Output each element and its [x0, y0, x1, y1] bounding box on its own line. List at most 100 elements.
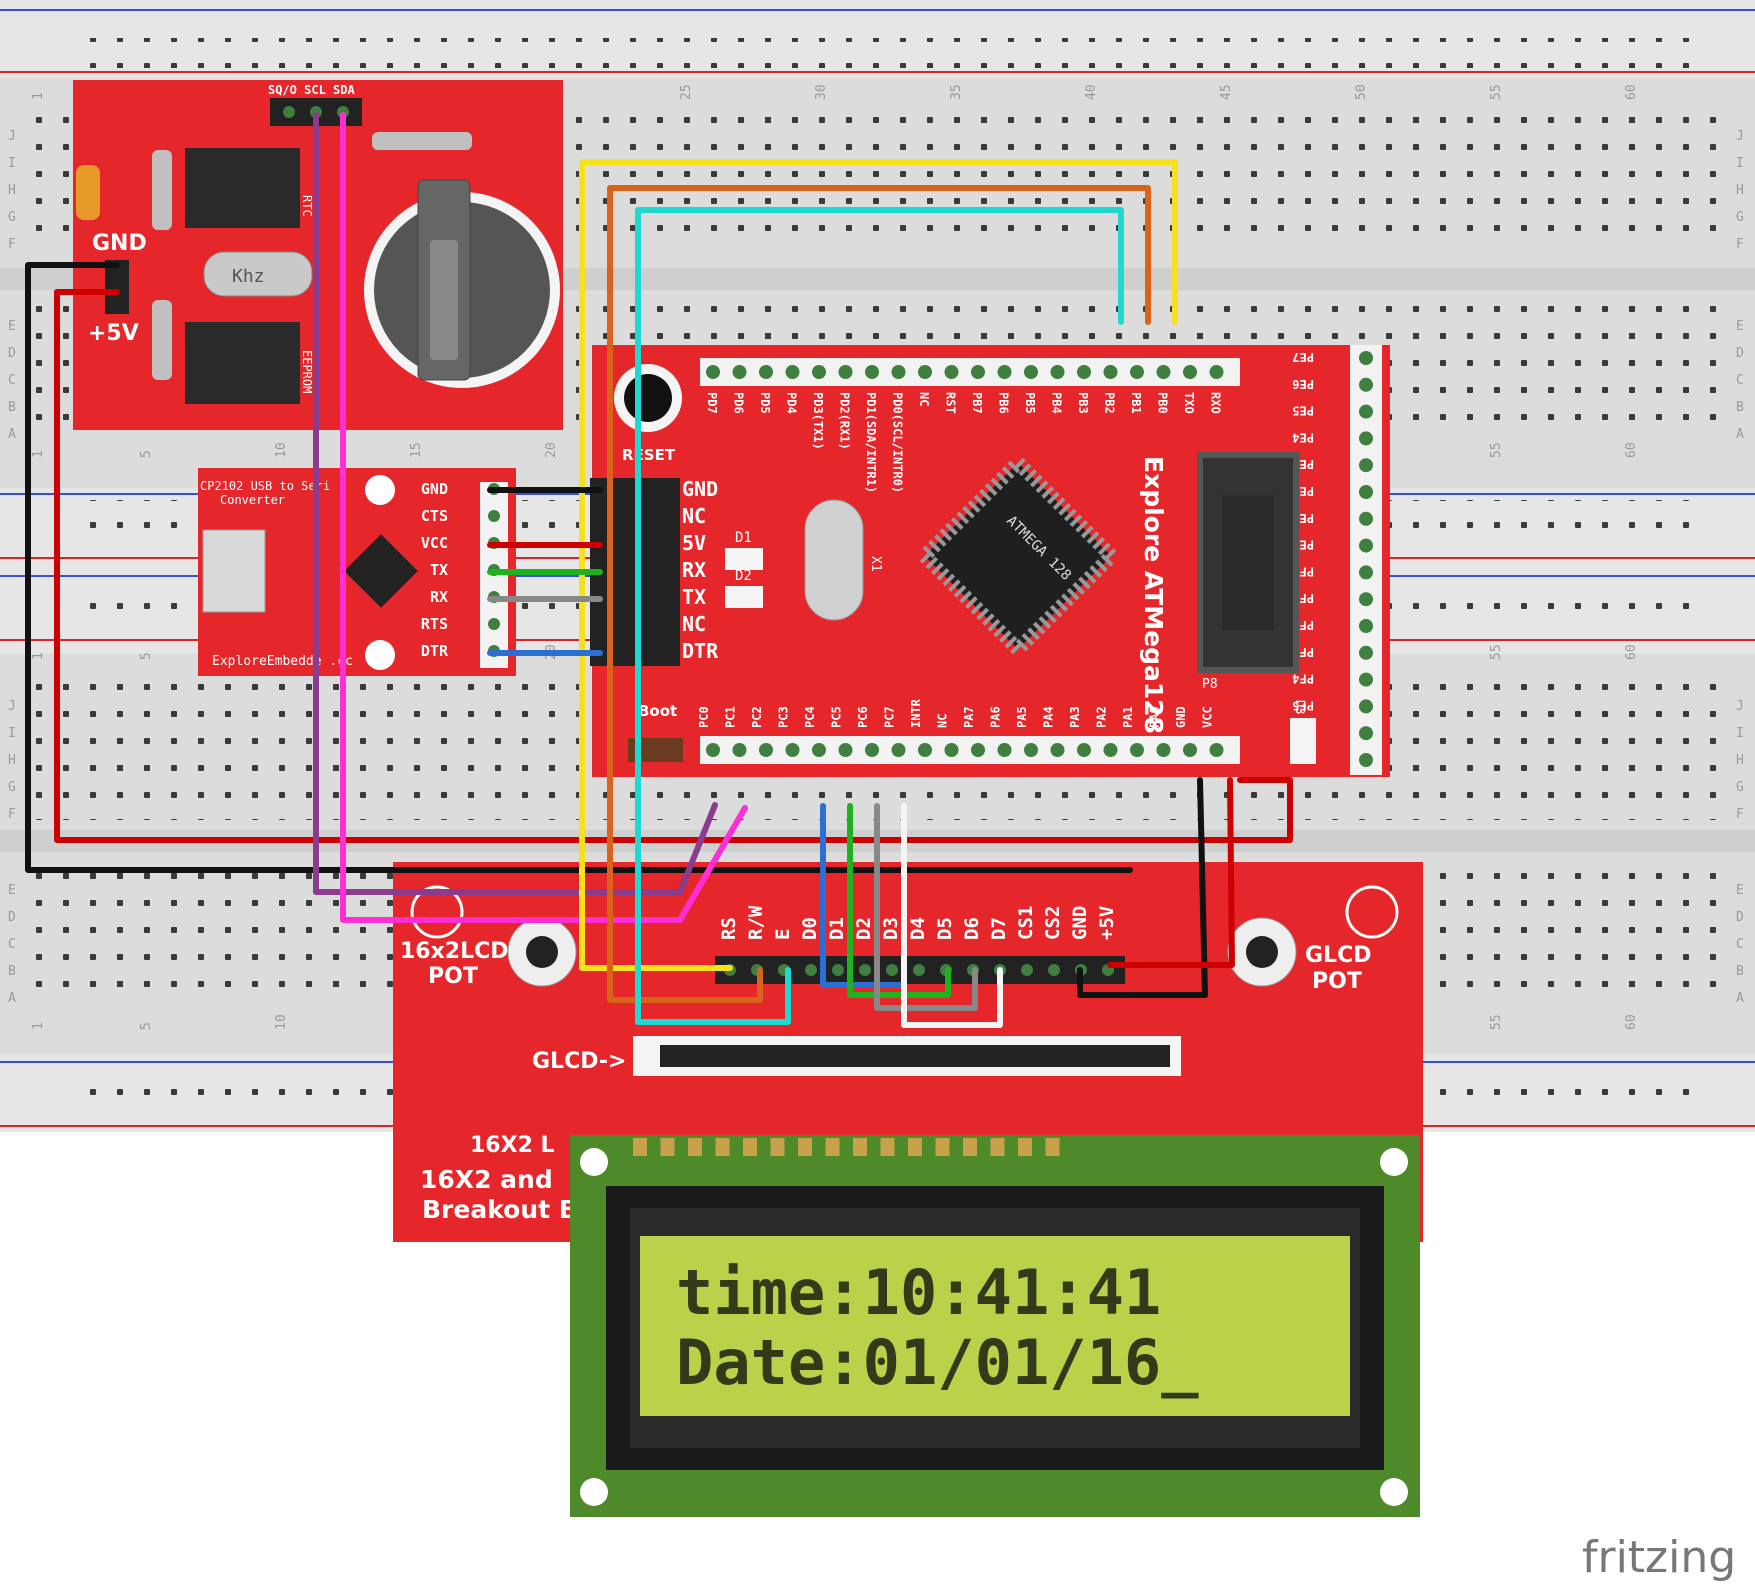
mcu-bottom-pin-label: PA1: [1121, 706, 1135, 728]
mcu-top-pin-label: PD7: [705, 392, 719, 414]
mcu-top-pin-label: PD2(RX1): [838, 392, 852, 450]
column-number: 10: [274, 1014, 289, 1030]
row-letter: C: [1736, 373, 1744, 388]
rail-holes: [84, 38, 1704, 68]
row-letter: H: [8, 753, 16, 768]
mcu-bottom-pin: [1077, 743, 1091, 757]
breakout-subtitle-1: 16X2 and: [420, 1165, 553, 1194]
mcu-bottom-pin-label: PC0: [697, 706, 711, 728]
row-letter: H: [1736, 183, 1744, 198]
led-d2-label: D2: [735, 568, 752, 584]
mcu-right-pin-label: PE7: [1292, 350, 1314, 364]
mcu-top-pin: [1209, 365, 1224, 379]
column-number: 10: [274, 442, 289, 458]
row-letter: I: [8, 726, 16, 741]
rtc-resistor: [152, 150, 172, 230]
mcu-top-pin: [838, 365, 853, 379]
mount-hole: [365, 640, 395, 670]
mcu-top-pin-label: PB2: [1103, 392, 1117, 414]
usb-serial-pin: [488, 618, 500, 630]
rtc-crystal: [203, 251, 313, 297]
mcu-bottom-pin-label: INTR: [909, 698, 923, 728]
mcu-bottom-pin-label: NC: [936, 714, 950, 728]
jtag-label: P8: [1202, 677, 1218, 692]
column-number: 50: [1354, 84, 1369, 100]
lcd-header-pad: [908, 1138, 922, 1156]
column-number: 1: [31, 92, 46, 100]
mcu-top-pin: [865, 365, 879, 379]
mcu-bottom-pin-label: PA4: [1042, 706, 1056, 728]
lcd-header-pad: [688, 1138, 702, 1156]
mcu-header-label: GND: [682, 477, 718, 501]
mcu-bottom-pin: [785, 743, 800, 757]
row-letter: F: [8, 237, 16, 252]
rtc-vcc-label: +5V: [88, 321, 139, 346]
column-number: 55: [1489, 84, 1504, 100]
column-number: 5: [139, 652, 154, 660]
mcu-top-pin: [1077, 365, 1091, 379]
breakout-pin: [1048, 964, 1060, 976]
mcu-right-pin: [1359, 726, 1373, 741]
mcu-bottom-pin: [1024, 743, 1038, 757]
column-number: 1: [31, 450, 46, 458]
mcu-bottom-pin: [865, 743, 879, 757]
wire-scl-purple: [313, 112, 718, 895]
mcu-bottom-pin-label: GND: [1174, 706, 1188, 728]
breakout-pin: [832, 964, 844, 976]
wire-lcd-gnd-black: [1077, 777, 1208, 998]
mcu-bottom-pin: [732, 743, 747, 757]
lcd-header-pad: [798, 1138, 812, 1156]
wire-vcc-red: [54, 289, 1293, 843]
mcu-top-pin-label: PB4: [1050, 392, 1064, 414]
mcu-bottom-pin: [838, 743, 853, 757]
crystal-x1-label: X1: [868, 556, 883, 572]
row-letter: A: [1736, 427, 1744, 442]
mcu-right-pin: [1359, 377, 1373, 392]
mcu-top-pin-label: TXO: [1182, 392, 1196, 414]
mcu-header-label: DTR: [682, 639, 719, 663]
row-letter: D: [8, 910, 16, 925]
mcu-top-pin: [706, 365, 720, 379]
breakout-pin: [1021, 964, 1033, 976]
rtc-resistor: [152, 300, 172, 380]
rtc-gnd-label: GND: [92, 231, 147, 256]
lcd-header-pad: [633, 1138, 647, 1156]
breakout-pin-label: D7: [988, 917, 1010, 940]
micro-usb-connector: [202, 529, 266, 613]
battery-clip-slot: [430, 240, 458, 360]
led-d1: [725, 548, 763, 570]
row-letter: G: [8, 210, 16, 225]
row-letter: F: [1736, 237, 1744, 252]
usb-serial-footer: ExploreEmbedde .cc: [212, 654, 353, 669]
column-number: 15: [409, 442, 424, 458]
row-letter: F: [1736, 807, 1744, 822]
row-letter: E: [1736, 319, 1744, 334]
mcu-top-pin-label: RST: [944, 392, 958, 414]
row-letter: I: [1736, 156, 1744, 171]
mcu-bottom-pin: [1156, 743, 1171, 757]
fritzing-watermark: fritzing: [1582, 1532, 1736, 1583]
mcu-top-pin-label: PD0(SCL/INTR0): [891, 392, 905, 493]
column-number: 5: [139, 450, 154, 458]
mcu-board-title: Explore ATMega128: [1139, 456, 1168, 734]
row-letter: B: [1736, 964, 1744, 979]
row-letter: C: [8, 373, 16, 388]
column-number: 55: [1489, 1014, 1504, 1030]
breakout-pin-label: D4: [907, 917, 929, 940]
row-letter: J: [1736, 129, 1744, 144]
wire-e-cyan: [635, 207, 1124, 1025]
mcu-top-pin-label: PD3(TX1): [811, 392, 825, 450]
breakout-pin-label: GND: [1069, 906, 1091, 940]
mcu-bottom-pin: [1209, 743, 1224, 757]
breakout-subtitle-2: Breakout B: [422, 1195, 578, 1224]
wire-d5-green: [847, 803, 951, 998]
rtc-header-labels: SQ/O SCL SDA: [268, 83, 355, 97]
breakout-pin: [805, 964, 817, 976]
breakout-pin-label: +5V: [1096, 906, 1118, 940]
row-letter: J: [8, 129, 16, 144]
mcu-bottom-pin: [1183, 743, 1197, 757]
usb-serial-pin-label: RTS: [421, 615, 448, 633]
lcd-header-pad: [1018, 1138, 1032, 1156]
mcu-right-pin: [1359, 431, 1373, 446]
